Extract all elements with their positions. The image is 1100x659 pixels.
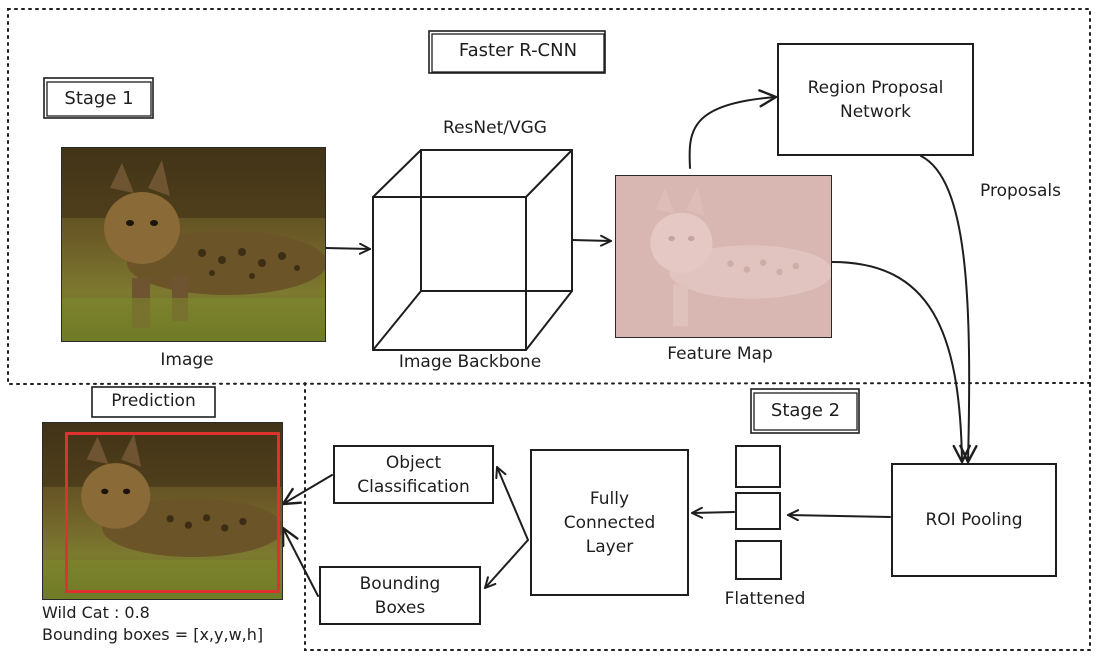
stage2-label: Stage 2	[770, 400, 841, 421]
flattened-cell	[735, 540, 782, 580]
arrow-bbox-to-prediction	[281, 526, 319, 597]
object-classification-box	[333, 445, 494, 504]
arrow-object-to-prediction	[281, 474, 333, 506]
prediction-photo-icon	[43, 423, 282, 599]
input-image	[61, 147, 326, 342]
fc-text-line1: Fully	[589, 488, 630, 509]
bbox-text-line2: Boxes	[374, 597, 426, 618]
title-box	[428, 30, 606, 74]
backbone-top-label: ResNet/VGG	[443, 118, 547, 138]
predicted-bounding-box	[65, 432, 280, 593]
arrow-image-to-backbone	[325, 242, 371, 255]
arrow-flattened-to-fc	[691, 506, 735, 519]
object-text-line2: Classification	[357, 476, 470, 497]
arrow-feature-to-rpn	[688, 89, 778, 169]
fc-layer-box	[530, 449, 689, 596]
bbox-text-line1: Bounding	[359, 573, 441, 594]
feature-map-image	[615, 175, 832, 338]
prediction-box	[91, 386, 216, 418]
arrow-fc-to-bbox	[484, 539, 529, 589]
rpn-text-line1: Region Proposal	[807, 77, 944, 98]
flattened-label: Flattened	[724, 589, 806, 609]
roi-pooling-box	[891, 463, 1057, 577]
stage2-region	[304, 382, 1091, 651]
rpn-box	[777, 43, 974, 156]
stage2-box	[750, 388, 860, 434]
fc-text-line2: Connected	[563, 512, 656, 533]
prediction-label: Prediction	[111, 391, 196, 411]
image-label: Image	[160, 350, 214, 370]
object-text-line1: Object	[385, 452, 442, 473]
serval-cat-photo-icon	[62, 148, 325, 341]
feature-map-photo-icon	[616, 176, 831, 337]
flattened-cell	[735, 445, 781, 488]
rpn-text: Region Proposal Network	[778, 44, 973, 155]
stage1-box	[43, 77, 154, 119]
bounding-boxes-text: Bounding Boxes	[320, 567, 480, 624]
bounding-boxes-box	[319, 566, 481, 625]
object-classification-text: Object Classification	[334, 446, 493, 503]
arrow-fc-to-object	[495, 466, 529, 541]
result-class-score: Wild Cat : 0.8	[42, 603, 150, 622]
rpn-text-line2: Network	[840, 101, 911, 122]
fc-text: Fully Connected Layer	[531, 450, 688, 595]
backbone-label: Image Backbone	[398, 352, 542, 372]
arrow-feature-to-roi	[831, 261, 971, 464]
prediction-image	[42, 422, 283, 600]
flattened-cell	[735, 492, 781, 530]
feature-map-label: Feature Map	[667, 344, 773, 364]
arrow-roi-to-flattened	[787, 509, 891, 522]
result-bbox-format: Bounding boxes = [x,y,w,h]	[42, 625, 264, 644]
roi-text: ROI Pooling	[925, 510, 1023, 530]
proposals-label: Proposals	[980, 181, 1062, 201]
fc-text-line3: Layer	[585, 536, 634, 557]
stage1-label: Stage 1	[64, 88, 134, 109]
arrow-backbone-to-feature	[571, 234, 612, 247]
cube-icon	[372, 149, 573, 351]
arrow-rpn-to-roi	[920, 155, 978, 464]
diagram-title: Faster R-CNN	[458, 40, 578, 61]
